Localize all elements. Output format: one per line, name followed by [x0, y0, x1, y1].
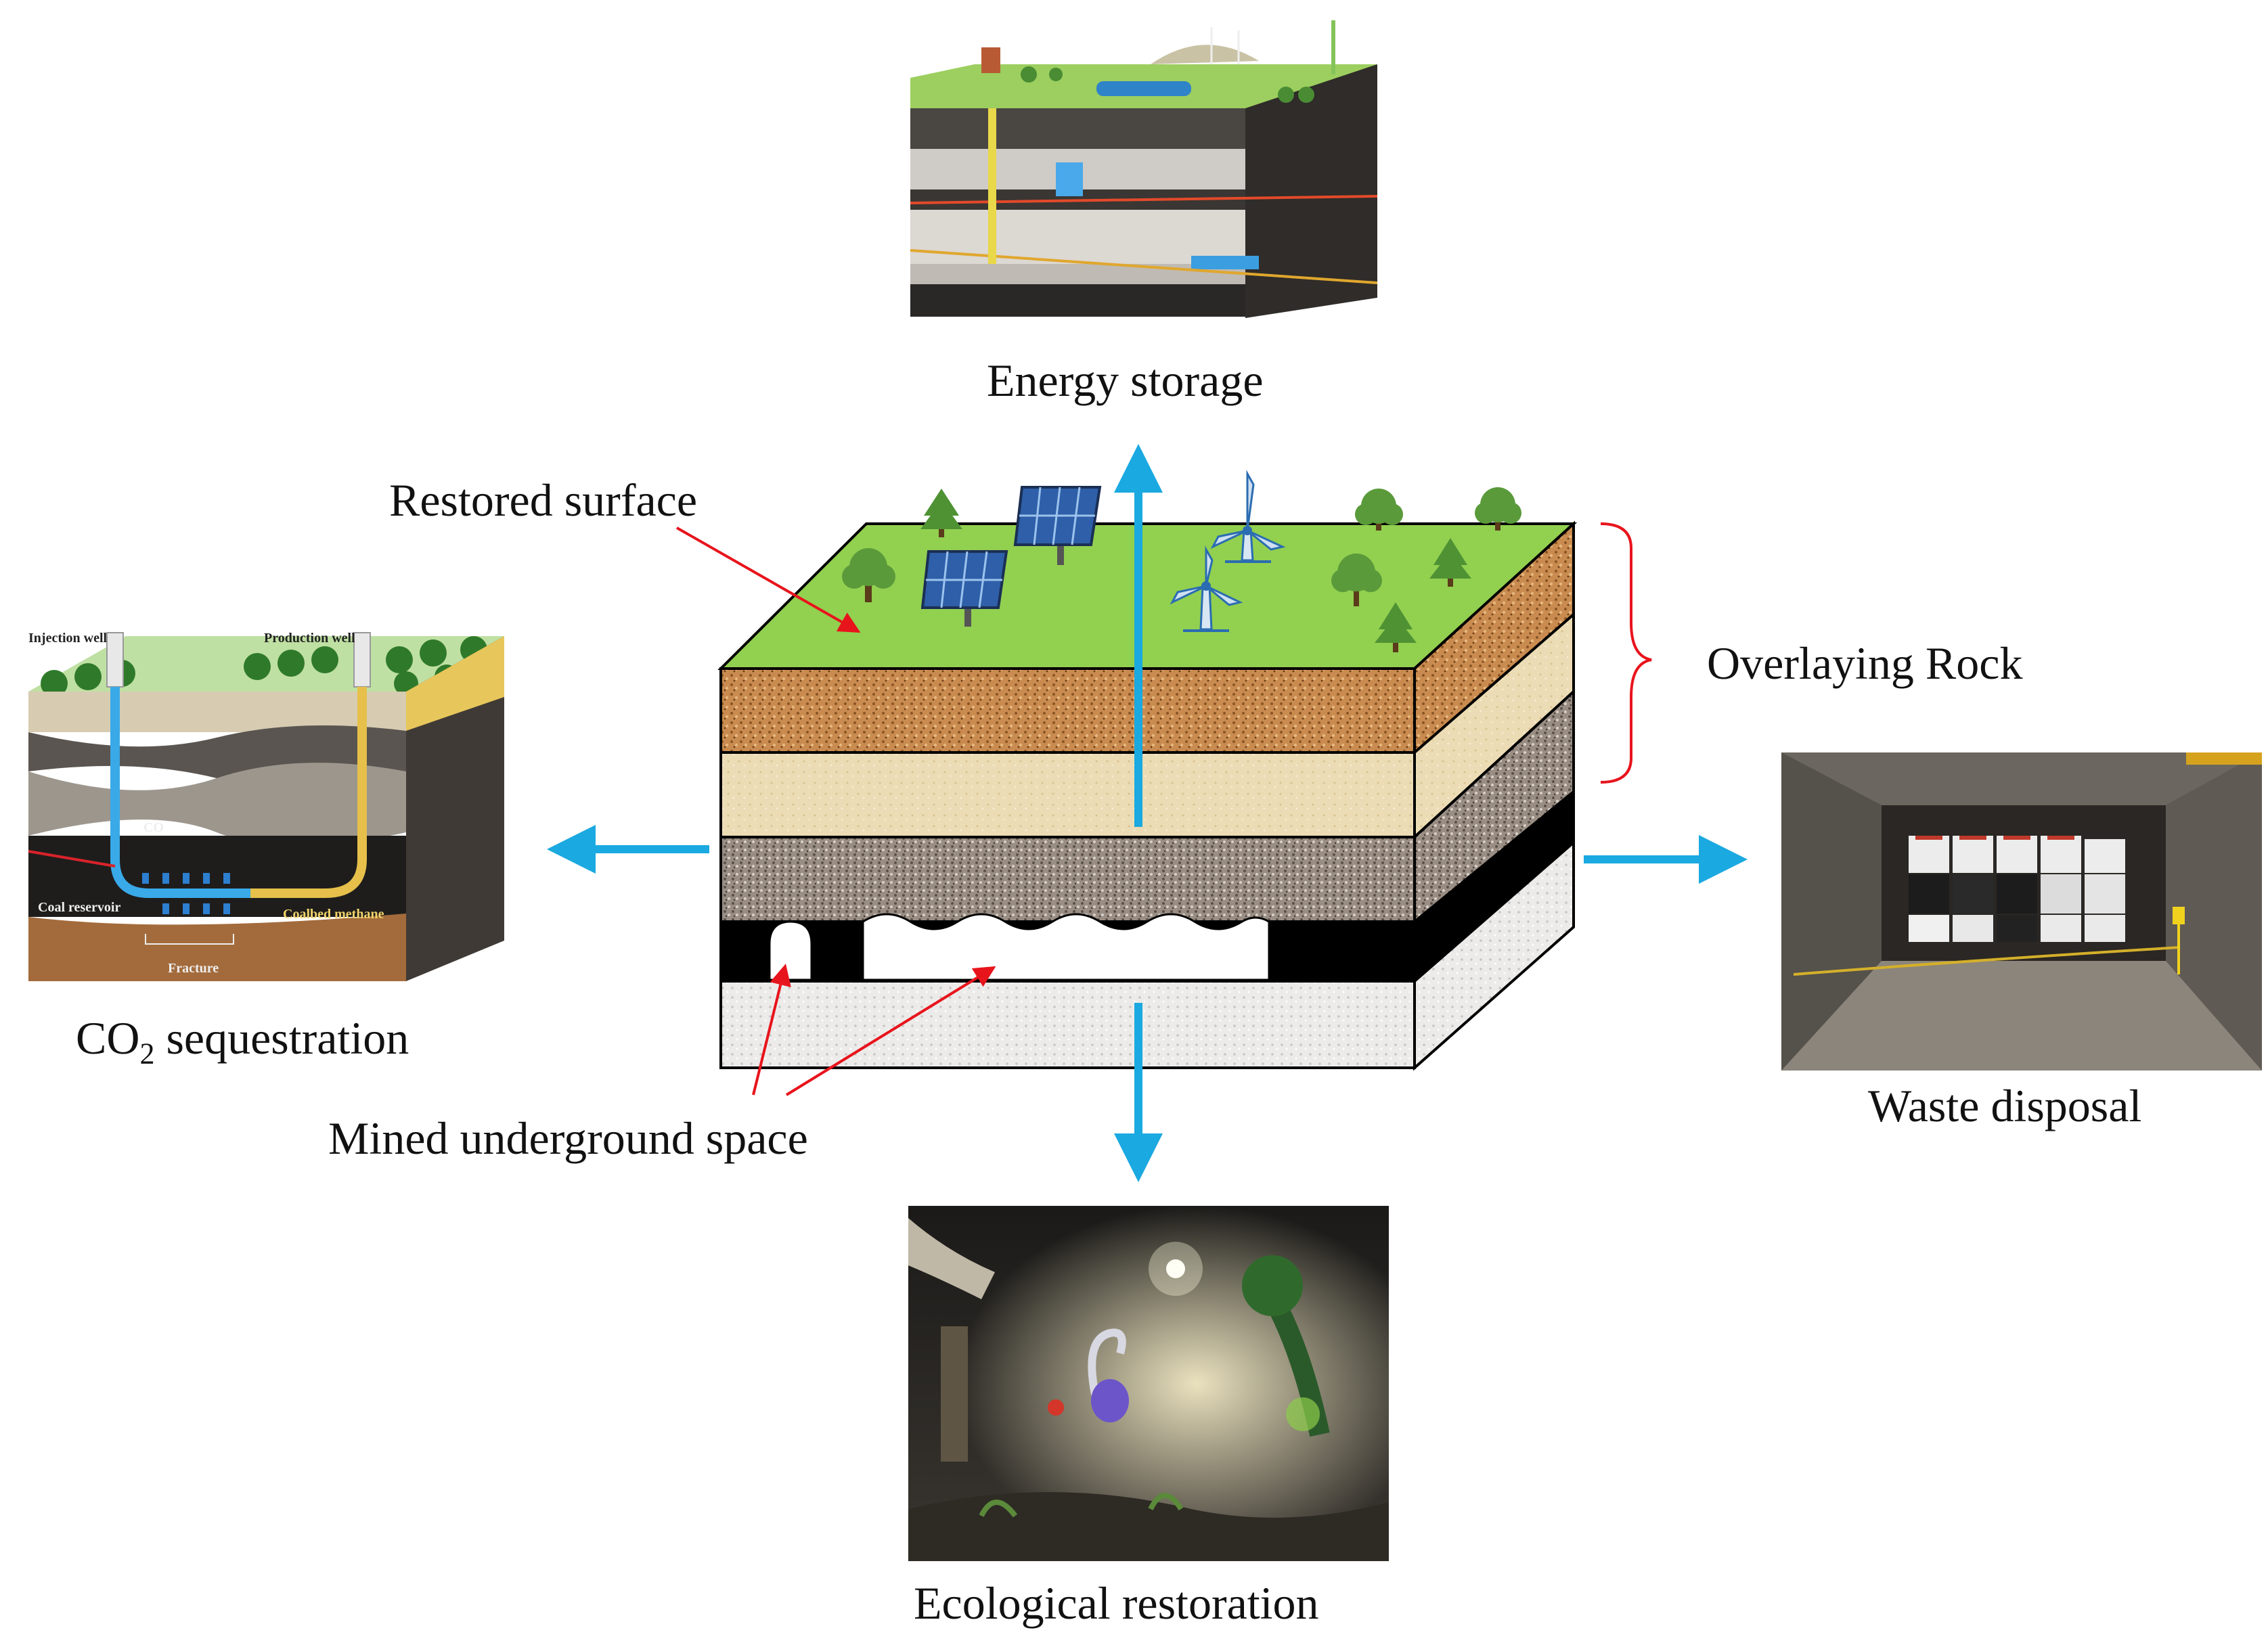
production-well-label: Production well: [264, 631, 355, 646]
co2-sequestration-image: [28, 632, 504, 981]
tree-icon: [1475, 487, 1521, 531]
arrow-restored-surface: [676, 526, 861, 633]
front-soil-layer: [719, 667, 1416, 754]
mined-cavity: [862, 913, 1270, 981]
co2-inner-label: CO: [143, 820, 164, 835]
ecological-restoration-label: Ecological restoration: [914, 1577, 1319, 1629]
tree-icon: [842, 548, 895, 602]
wind-turbine-icon: [1210, 470, 1286, 563]
co2-sequestration-label: CO2 sequestration: [76, 1015, 409, 1069]
wind-turbine-icon: [1170, 545, 1243, 632]
front-sand-layer: [719, 751, 1416, 838]
overlaying-rock-brace: [1600, 522, 1652, 784]
co2-text: CO: [76, 1012, 140, 1064]
annotation-arrows: [676, 526, 996, 1096]
ecological-restoration-image: [908, 1206, 1389, 1561]
overlaying-rock-label: Overlaying Rock: [1707, 637, 2023, 689]
solar-panel-icon: [920, 550, 1008, 627]
sequestration-text: sequestration: [154, 1012, 409, 1064]
front-gravel-layer: [719, 836, 1416, 923]
tree-icon: [920, 489, 962, 537]
tree-icon: [1331, 554, 1382, 606]
fracture-label: Fracture: [168, 961, 219, 976]
flow-arrows: [547, 444, 1748, 1182]
solar-panel-icon: [1013, 486, 1102, 565]
roadway-tunnel: [768, 920, 813, 981]
arrow-mined-roadway: [752, 964, 791, 1096]
energy-storage-image: [910, 20, 1378, 318]
tree-icon: [1355, 489, 1403, 531]
co2-subscript: 2: [139, 1037, 155, 1071]
coalbed-methane-label: Coalbed methane: [283, 907, 384, 922]
coal-reservoir-label: Coal reservoir: [38, 900, 121, 915]
energy-storage-label: Energy storage: [987, 355, 1264, 406]
tree-icon: [1375, 602, 1417, 652]
front-floor-layer: [719, 980, 1416, 1069]
mined-underground-space-label: Mined underground space: [328, 1112, 808, 1164]
tree-icon: [1429, 538, 1471, 587]
waste-disposal-image: [1781, 752, 2262, 1071]
central-geology-block: [717, 470, 1578, 1071]
arrow-mined-cavity: [785, 966, 996, 1096]
injection-well-label: Injection well: [28, 631, 108, 646]
restored-surface-label: Restored surface: [389, 474, 698, 526]
waste-disposal-label: Waste disposal: [1868, 1080, 2142, 1131]
